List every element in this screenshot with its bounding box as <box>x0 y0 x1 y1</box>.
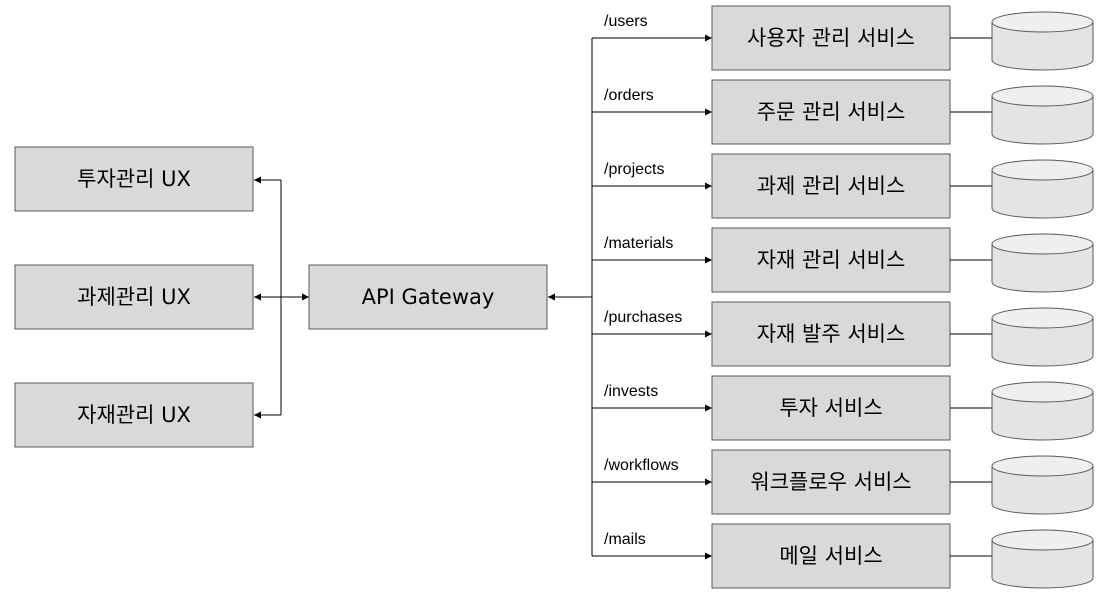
database-icon <box>991 381 1094 441</box>
service-label: 워크플로우 서비스 <box>750 470 911 494</box>
database-icon <box>991 11 1094 71</box>
database-icon <box>991 307 1094 367</box>
route-label: /materials <box>604 235 673 252</box>
ux-gateway-connectors <box>254 176 309 419</box>
service-box: 투자 서비스 <box>711 375 951 441</box>
service-row: /purchases 자재 발주 서비스 <box>592 301 1094 367</box>
service-row: /orders 주문 관리 서비스 <box>592 79 1094 145</box>
ux-client-project: 과제관리 UX <box>14 264 254 330</box>
ux-client-label: 투자관리 UX <box>77 167 191 191</box>
service-label: 자재 발주 서비스 <box>757 322 906 346</box>
service-row: /projects 과제 관리 서비스 <box>592 153 1094 219</box>
service-row: /materials 자재 관리 서비스 <box>592 227 1094 293</box>
service-row: /invests 투자 서비스 <box>592 375 1094 441</box>
route-label: /orders <box>604 87 654 104</box>
ux-client-label: 과제관리 UX <box>77 285 191 309</box>
route-label: /workflows <box>604 457 679 474</box>
service-label: 메일 서비스 <box>779 544 882 568</box>
ux-client-materials: 자재관리 UX <box>14 382 254 448</box>
route-label: /users <box>604 13 648 30</box>
route-label: /mails <box>604 531 646 548</box>
database-icon <box>991 233 1094 293</box>
route-label: /projects <box>604 161 664 178</box>
route-label: /purchases <box>604 309 682 326</box>
database-icon <box>991 455 1094 515</box>
api-gateway: API Gateway <box>308 264 548 330</box>
service-label: 과제 관리 서비스 <box>757 174 906 198</box>
service-label: 자재 관리 서비스 <box>757 248 906 272</box>
service-row: /users 사용자 관리 서비스 <box>592 5 1094 71</box>
service-label: 투자 서비스 <box>779 396 882 420</box>
gateway-trunk <box>548 38 593 556</box>
ux-client-label: 자재관리 UX <box>77 403 191 427</box>
api-gateway-label: API Gateway <box>362 285 495 309</box>
service-box: 사용자 관리 서비스 <box>711 5 951 71</box>
database-icon <box>991 85 1094 145</box>
service-row: /mails 메일 서비스 <box>592 523 1094 589</box>
database-icon <box>991 529 1094 589</box>
service-rows: /users 사용자 관리 서비스/orders 주문 관리 서비스/project… <box>592 5 1094 589</box>
service-box: 자재 관리 서비스 <box>711 227 951 293</box>
service-box: 메일 서비스 <box>711 523 951 589</box>
service-label: 사용자 관리 서비스 <box>747 26 915 50</box>
service-box: 자재 발주 서비스 <box>711 301 951 367</box>
service-label: 주문 관리 서비스 <box>757 100 906 124</box>
service-box: 워크플로우 서비스 <box>711 449 951 515</box>
ux-client-investment: 투자관리 UX <box>14 146 254 212</box>
database-icon <box>991 159 1094 219</box>
service-box: 과제 관리 서비스 <box>711 153 951 219</box>
service-row: /workflows 워크플로우 서비스 <box>592 449 1094 515</box>
route-label: /invests <box>604 383 658 400</box>
service-box: 주문 관리 서비스 <box>711 79 951 145</box>
